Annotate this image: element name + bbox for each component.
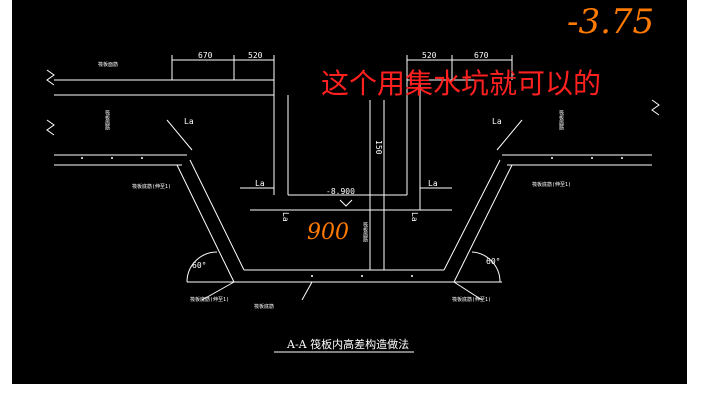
break-mark-left-top — [46, 69, 55, 86]
angle-label-right: 60° — [486, 257, 501, 266]
dim-label-depth: 150 — [374, 140, 383, 155]
label-right-wall: 筏板面筋 — [558, 110, 564, 130]
leader-bottom-right — [453, 281, 483, 301]
angle-label-left: 60° — [192, 261, 207, 270]
angle-arc-left — [186, 251, 218, 283]
leader-bottom-center — [301, 281, 313, 301]
label-top-left-rebar: 筏板面筋 — [98, 62, 119, 68]
red-annotation-note: 这个用集水坑就可以的 — [321, 67, 602, 100]
label-left-slope: 筏板底筋(伸至1) — [132, 184, 172, 190]
label-bottom-left: 筏板底筋(伸至1) — [190, 297, 230, 303]
handwritten-dimension: 900 — [307, 220, 349, 245]
la-label-bottom-left: La — [281, 212, 290, 222]
label-center-vertical: 筏板面筋 — [362, 222, 368, 242]
label-bottom-center: 筏板底筋 — [254, 304, 275, 310]
la-dim-right-slope — [496, 119, 523, 151]
la-label-bottom-right: La — [410, 212, 419, 222]
la-label-left-slope: La — [184, 117, 194, 126]
break-mark-right — [651, 99, 660, 116]
right-slope-outer — [453, 164, 513, 283]
section-title: A-A 筏板内高差构造做法 — [287, 338, 410, 351]
dim-label-top-left-a: 670 — [198, 51, 213, 60]
label-right-slope: 筏板底筋(伸至1) — [532, 182, 572, 188]
break-mark-left-mid — [46, 119, 55, 136]
handwritten-elevation: -3.75 — [567, 2, 655, 42]
la-label-center-left: La — [255, 179, 265, 188]
rebar-dot — [81, 157, 83, 159]
right-slope-inner — [443, 159, 501, 271]
cad-section-svg — [46, 55, 660, 353]
rebar-dot — [111, 157, 113, 159]
elevation-marker — [339, 199, 353, 207]
la-label-center-right: La — [428, 179, 438, 188]
rebar-dot — [551, 157, 553, 159]
elevation-label: -8.900 — [326, 187, 355, 196]
rebar-dot — [591, 157, 593, 159]
dim-label-top-right-a: 520 — [422, 51, 437, 60]
label-bottom-right: 筏板底筋(伸至1) — [452, 297, 492, 303]
la-dim-left-slope — [166, 119, 193, 151]
leader-bottom-left — [201, 281, 235, 301]
rebar-dot — [411, 275, 413, 277]
rebar-dot — [621, 157, 623, 159]
dim-label-top-right-b: 670 — [474, 51, 489, 60]
angle-arc-right — [471, 251, 501, 283]
left-slope-inner — [189, 159, 245, 271]
cad-drawing-canvas: 670 520 520 670 150 -8.900 La La La La L… — [12, 0, 687, 384]
label-left-wall: 筏板面筋 — [104, 110, 110, 130]
rebar-dot — [361, 275, 363, 277]
rebar-dot — [141, 157, 143, 159]
la-label-right-slope: La — [492, 117, 502, 126]
dim-label-top-left-b: 520 — [248, 51, 263, 60]
rebar-dot — [311, 275, 313, 277]
left-slope-outer — [176, 164, 235, 283]
